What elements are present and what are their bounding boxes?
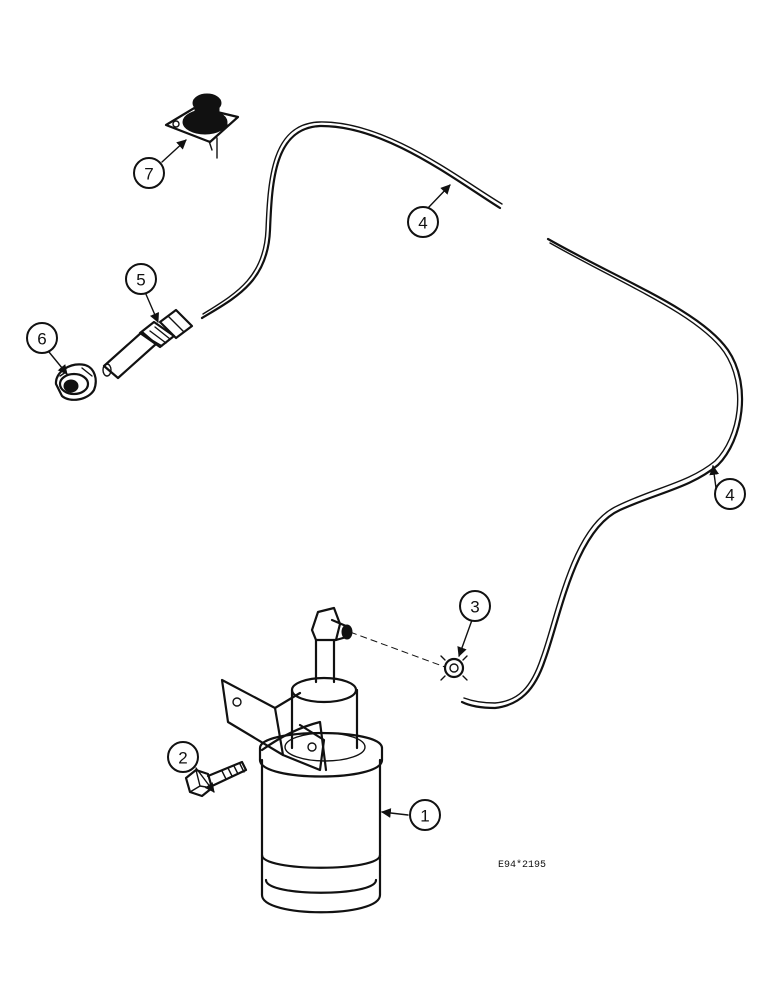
callout-4-lower: 4 [714,478,746,510]
callout-3: 3 [459,590,491,622]
part-7-switch [164,93,240,159]
leader-3 [457,619,473,657]
callout-4-upper: 4 [407,206,439,238]
part-5-sensor-fitting [102,308,194,380]
leader-2 [195,767,215,793]
callout-4-lower-label: 4 [725,486,734,505]
leader-lines [48,139,720,818]
callout-7-label: 7 [144,165,153,184]
leader-7 [161,139,187,163]
part-4-tube-outline-upper [202,121,503,315]
leader-4a [427,184,451,209]
callout-6-label: 6 [37,330,46,349]
part-4-tube-outline-lower [463,242,739,704]
part-4-capillary-tube-upper [200,124,502,320]
callout-5-label: 5 [136,271,145,290]
callout-7: 7 [133,157,165,189]
part-1-receiver-drier [220,606,384,914]
callout-2: 2 [167,741,199,773]
callout-5: 5 [125,263,157,295]
callout-4-upper-label: 4 [418,214,427,233]
callout-3-label: 3 [470,598,479,617]
leader-4b [709,465,720,489]
figure-code: E94*2195 [498,859,546,871]
callout-1: 1 [409,799,441,831]
leader-5 [144,291,159,323]
part-6-nut [54,363,97,401]
callout-2-label: 2 [178,749,187,768]
leader-6 [48,351,68,375]
callout-6: 6 [26,322,58,354]
part-4-capillary-tube-lower [460,237,744,710]
callout-1-label: 1 [420,807,429,826]
assembly-center-line [349,631,446,668]
leader-1 [381,808,409,818]
part-3-lock-washer [440,655,468,681]
